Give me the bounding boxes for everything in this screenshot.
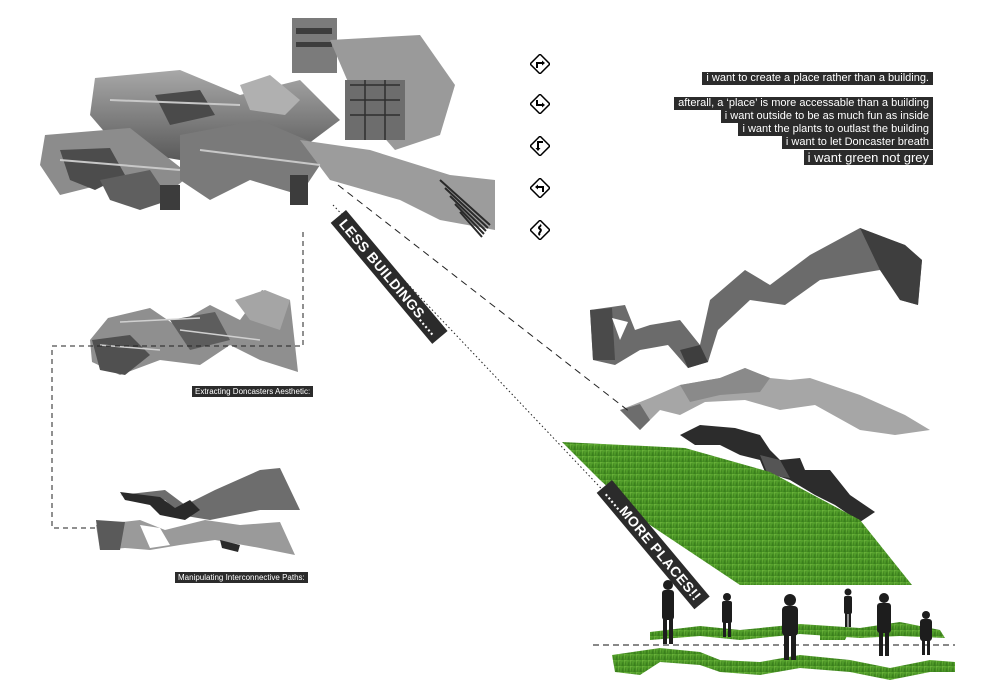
large-light-path-shape bbox=[620, 368, 930, 435]
brutalist-building-photo bbox=[40, 18, 495, 238]
statement-4: i want the plants to outlast the buildin… bbox=[738, 123, 933, 136]
extracted-aesthetic-image bbox=[90, 290, 298, 375]
winding-road-icon bbox=[529, 219, 551, 241]
statement-1: i want to create a place rather than a b… bbox=[702, 72, 933, 85]
large-dark-path-shape bbox=[590, 228, 922, 368]
interconnective-paths-diagram bbox=[96, 468, 300, 555]
turn-left-down-icon bbox=[529, 135, 551, 157]
statement-3: i want outside to be as much fun as insi… bbox=[720, 110, 933, 123]
people-silhouettes bbox=[662, 580, 932, 660]
statement-2: afterall, a ‘place’ is more accessable t… bbox=[674, 97, 933, 110]
caption-manipulating-paths: Manipulating Interconnective Paths: bbox=[175, 572, 308, 583]
statement-6: i want green not grey bbox=[803, 150, 933, 165]
turn-left-up-icon bbox=[529, 177, 551, 199]
grass-plane bbox=[562, 442, 912, 585]
caption-extracting-aesthetic: Extracting Doncasters Aesthetic: bbox=[192, 386, 314, 397]
statement-5: i want to let Doncaster breath bbox=[781, 136, 933, 149]
turn-right-down-icon bbox=[529, 93, 551, 115]
turn-right-icon bbox=[529, 53, 551, 75]
